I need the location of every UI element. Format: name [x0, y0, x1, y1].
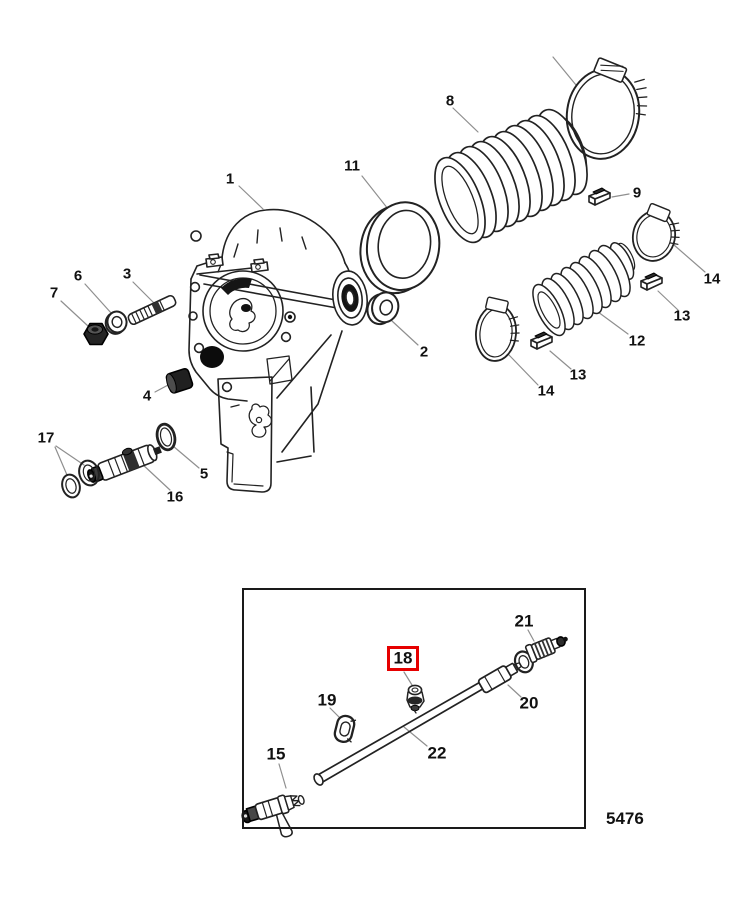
washer-drawing: [104, 310, 128, 335]
part-label-8[interactable]: 8: [445, 92, 455, 110]
part-label-1[interactable]: 1: [225, 170, 235, 188]
part-label-17[interactable]: 17: [37, 429, 55, 447]
part-label-9[interactable]: 9: [632, 184, 642, 202]
part-label-22[interactable]: 22: [427, 743, 447, 763]
part-label-11[interactable]: 11: [344, 157, 360, 175]
figure-code: 5476: [606, 809, 644, 828]
leader-lines: [54, 56, 706, 789]
part-label-14-left[interactable]: 14: [537, 382, 555, 400]
hose-clamp-left-drawing: [475, 296, 520, 362]
oring-drawing: [155, 422, 177, 452]
part-label-4[interactable]: 4: [142, 387, 152, 405]
anchor-clip-13-left-drawing: [530, 331, 553, 350]
locknut-drawing: [83, 322, 109, 346]
stud-drawing: [127, 294, 177, 326]
part-label-19[interactable]: 19: [317, 690, 337, 710]
large-bellows-drawing: [434, 108, 588, 244]
gimbal-housing-drawing: [188, 208, 368, 493]
shift-cable-tube-drawing: [313, 676, 494, 786]
sub-diagram-frame: [242, 588, 586, 829]
part-label-21[interactable]: 21: [514, 611, 534, 631]
clip-19-drawing: [333, 714, 357, 744]
part-label-12[interactable]: 12: [628, 332, 646, 350]
connector-21-drawing: [513, 636, 568, 674]
part-label-18[interactable]: 18: [393, 648, 413, 668]
part-label-14-right[interactable]: 14: [703, 270, 721, 288]
small-seal-ring-drawing: [366, 291, 400, 326]
anchor-clip-9-drawing: [588, 187, 611, 206]
valve-assembly-drawing: [87, 444, 162, 483]
part-label-3[interactable]: 3: [122, 265, 132, 283]
small-bellows-drawing: [532, 242, 636, 337]
part-label-5[interactable]: 5: [199, 465, 209, 483]
fitting-18-drawing: [406, 684, 425, 714]
washer-pair-drawing: [61, 459, 100, 499]
highlight-box-part-18: [387, 646, 419, 671]
part-label-2[interactable]: 2: [419, 343, 429, 361]
anchor-clip-13-right-drawing: [640, 272, 663, 291]
hose-clamp-right-drawing: [631, 202, 680, 262]
pivot-fitting-15-drawing: [241, 794, 305, 838]
part-label-20[interactable]: 20: [519, 693, 539, 713]
part-label-13-right[interactable]: 13: [673, 307, 691, 325]
part-label-13-left[interactable]: 13: [569, 366, 587, 384]
part-label-7[interactable]: 7: [49, 284, 59, 302]
part-label-15[interactable]: 15: [266, 744, 286, 764]
hose-clamp-top-drawing: [565, 57, 648, 160]
part-label-6[interactable]: 6: [73, 267, 83, 285]
part-label-16[interactable]: 16: [166, 488, 184, 506]
bellows-seal-drawing: [359, 201, 441, 295]
sleeve-drawing: [165, 368, 194, 394]
